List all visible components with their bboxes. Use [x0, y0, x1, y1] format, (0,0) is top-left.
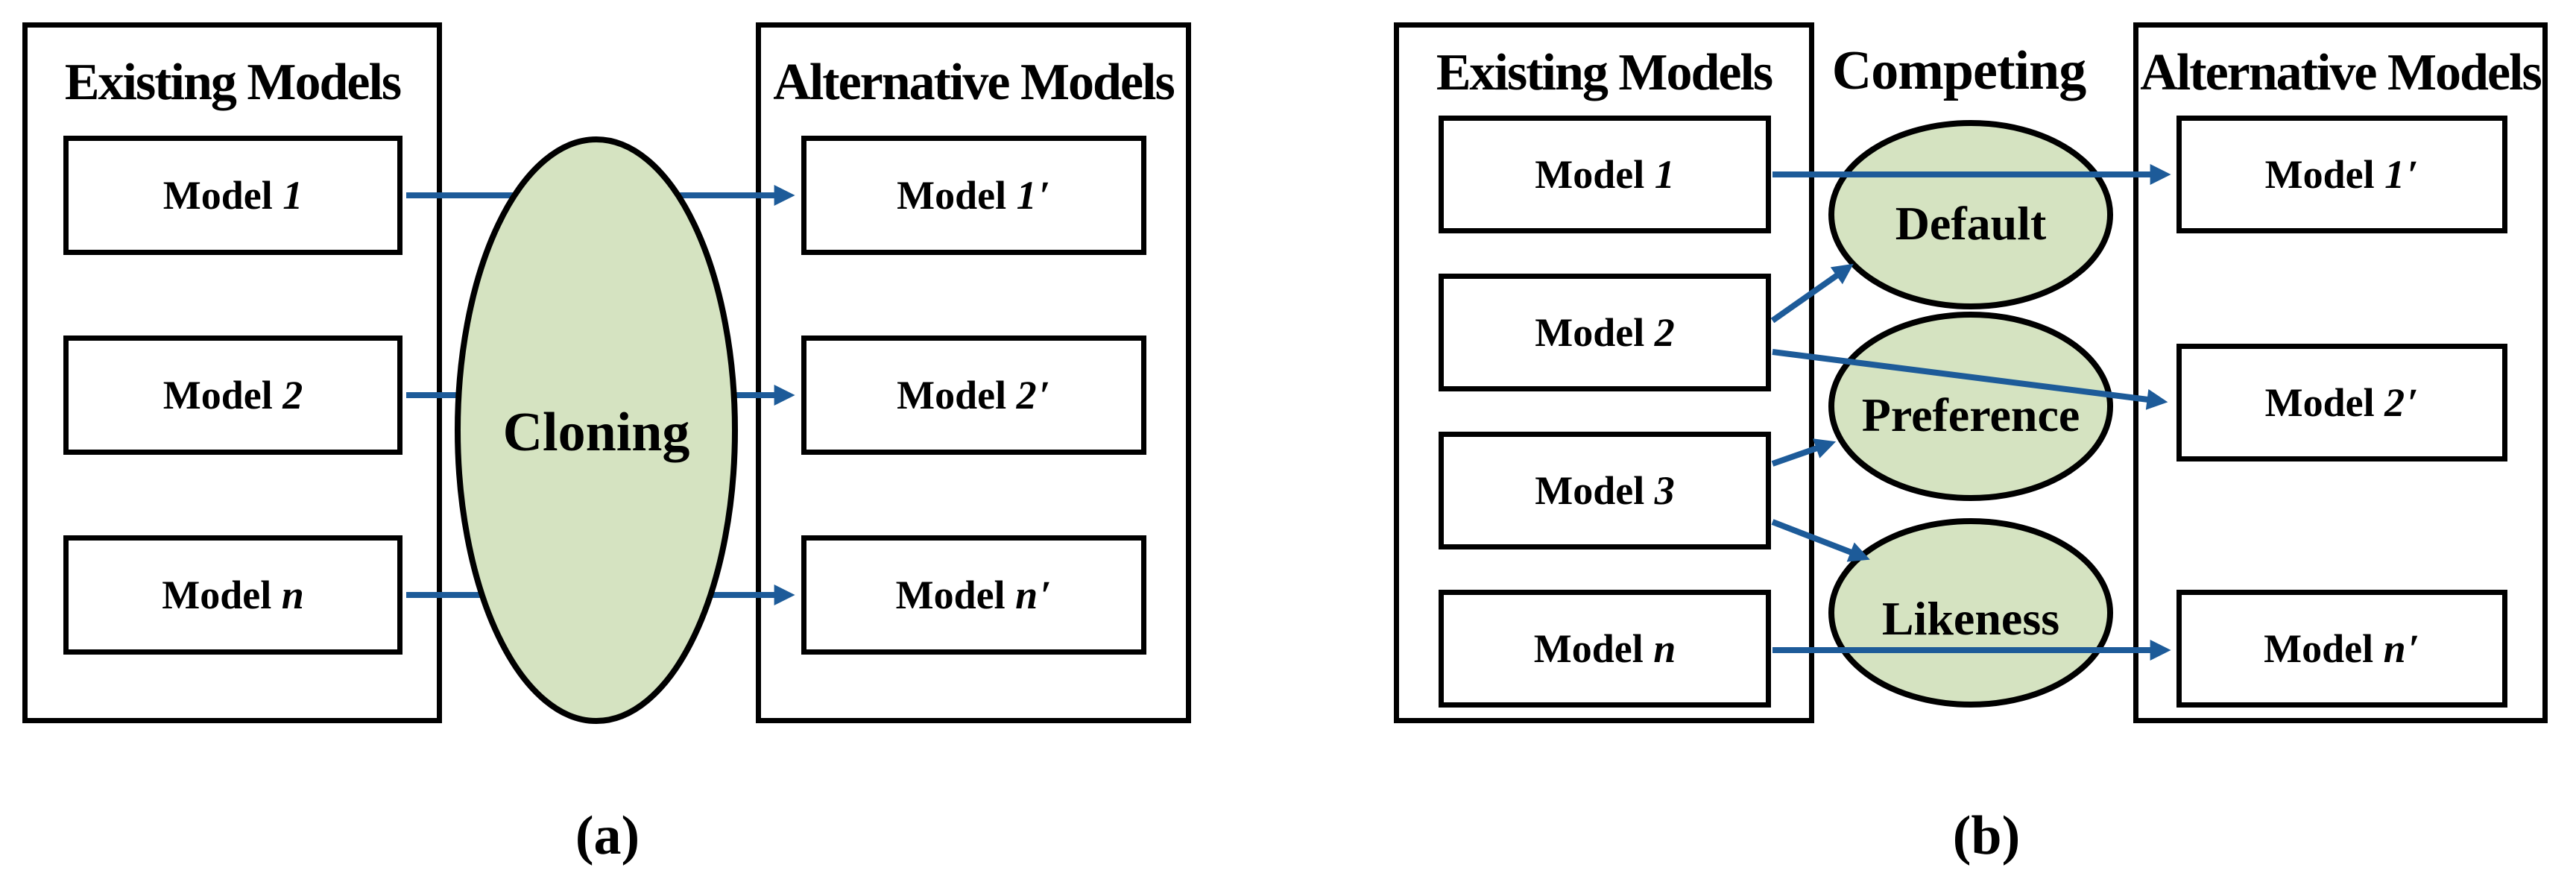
- model-label-b-existing-n: Model n: [1533, 626, 1676, 671]
- preference-label: Preference: [1861, 388, 2080, 441]
- model-label-b-alternative-2: Model 2′: [2264, 380, 2419, 425]
- model-label-b-existing-1: Model 1: [1535, 152, 1675, 197]
- model-box-b-existing-1: Model 1: [1439, 116, 1771, 233]
- panel-a-alternative-title: Alternative Models: [773, 54, 1175, 111]
- model-label-a-existing-2: Model 2: [162, 373, 303, 418]
- model-box-b-alternative-2: Model 2′: [2176, 344, 2507, 462]
- panel-b-existing-title: Existing Models: [1436, 44, 1773, 101]
- model-box-a-alternative-2: Model 2′: [801, 336, 1146, 455]
- model-box-b-existing-2: Model 2: [1439, 274, 1771, 391]
- caption-a: (a): [575, 805, 640, 866]
- model-box-b-existing-3: Model 3: [1439, 432, 1771, 549]
- model-box-b-alternative-1: Model 1′: [2176, 116, 2507, 233]
- model-label-a-alternative-2: Model 2′: [897, 373, 1051, 418]
- competing-heading: Competing: [1831, 40, 2086, 101]
- model-box-b-alternative-n: Model n′: [2176, 590, 2507, 708]
- likeness-label: Likeness: [1881, 592, 2060, 645]
- model-label-b-existing-3: Model 3: [1535, 468, 1675, 513]
- panel-b-alternative-title: Alternative Models: [2140, 44, 2542, 101]
- model-box-a-existing-2: Model 2: [63, 336, 402, 455]
- model-label-a-alternative-n: Model n′: [895, 573, 1052, 617]
- panel-a-existing-title: Existing Models: [64, 54, 402, 111]
- model-box-a-existing-1: Model 1: [63, 136, 402, 255]
- model-label-a-existing-n: Model n: [162, 573, 304, 617]
- caption-b: (b): [1952, 805, 2021, 866]
- panel-a-existing: [22, 22, 442, 723]
- default-label: Default: [1895, 197, 2047, 250]
- model-box-a-existing-n: Model n: [63, 535, 402, 655]
- model-label-b-existing-2: Model 2: [1535, 310, 1675, 355]
- model-box-b-existing-n: Model n: [1439, 590, 1771, 708]
- model-box-a-alternative-1: Model 1′: [801, 136, 1146, 255]
- panel-a-alternative: [756, 22, 1191, 723]
- model-label-a-existing-1: Model 1: [162, 173, 303, 218]
- cloning-label: Cloning: [502, 402, 690, 463]
- model-box-a-alternative-n: Model n′: [801, 535, 1146, 655]
- model-label-b-alternative-1: Model 1′: [2264, 152, 2419, 197]
- model-label-a-alternative-1: Model 1′: [897, 173, 1051, 218]
- model-label-b-alternative-n: Model n′: [2264, 626, 2420, 671]
